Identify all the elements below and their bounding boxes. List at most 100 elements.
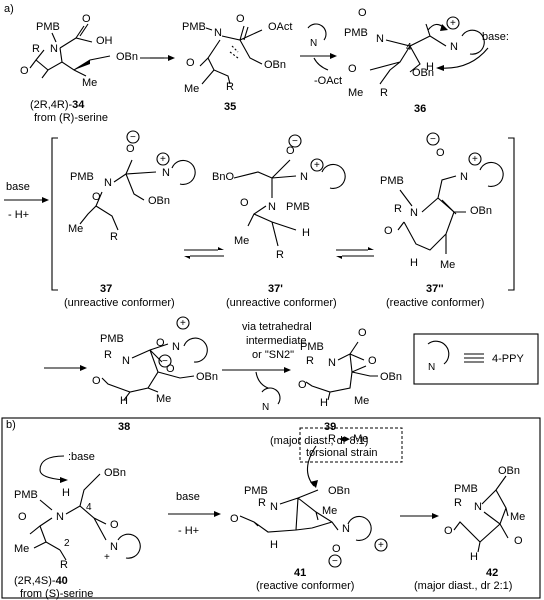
atom-label-n: N <box>270 501 278 513</box>
atom-label-o: O <box>444 525 453 537</box>
atom-label-n: N <box>162 167 170 179</box>
arrow-40-to-41: base - H+ <box>168 491 221 537</box>
atom-label-n: N <box>122 355 130 367</box>
atom-label-obn: OBn <box>116 51 138 63</box>
reagent-minus-h: - H+ <box>8 209 29 221</box>
atom-label-pmb: PMB <box>454 483 478 495</box>
atom-label-obn: OBn <box>412 67 434 79</box>
compound-number: 39 <box>324 421 336 433</box>
atom-label-obn: OBn <box>104 467 126 479</box>
atom-label-n: N <box>50 43 58 55</box>
atom-label-o: O <box>286 145 295 157</box>
atom-label-n: N <box>474 501 482 513</box>
atom-label-o: O <box>358 327 367 339</box>
compound-label: (2R,4S)-40 <box>14 575 68 587</box>
atom-label-n: N <box>172 341 180 353</box>
atom-label-me: Me <box>348 87 363 99</box>
charge-plus: + <box>450 18 456 29</box>
atom-label-o: O <box>368 355 377 367</box>
compound-35: PMB N O OAct OBn O Me R 35 <box>182 13 292 113</box>
atom-label-r: R <box>60 559 68 571</box>
atom-label-n: N <box>410 207 418 219</box>
compound-37-double-prime: PMB N R O O − + N OBn H Me 37'' (reactiv… <box>380 132 504 309</box>
atom-label-bno: BnO <box>212 171 234 183</box>
conformer-caption: (reactive conformer) <box>256 580 354 592</box>
atom-label-o: O <box>18 511 27 523</box>
reagent-minus-h: - H+ <box>178 525 199 537</box>
atom-label-o: O <box>92 191 101 203</box>
conformer-caption: (unreactive conformer) <box>226 297 337 309</box>
atom-label-me: Me <box>510 511 525 523</box>
atom-label-n: N <box>300 171 308 183</box>
atom-label-o: O <box>230 513 239 525</box>
atom-label-r: R <box>110 231 118 243</box>
atom-label-n: N <box>214 27 222 39</box>
arrow-base-step: base - H+ <box>4 181 49 221</box>
atom-label-me: Me <box>156 393 171 405</box>
atom-label-oh: OH <box>96 35 113 47</box>
atom-label-me: Me <box>234 235 249 247</box>
atom-label-n: N <box>110 541 118 553</box>
atom-label-o: O <box>92 375 101 387</box>
charge-plus: + <box>104 552 110 563</box>
equilibrium-37p-37pp <box>336 247 374 259</box>
atom-label-o: O <box>240 197 249 209</box>
atom-label-o: O <box>20 65 29 77</box>
atom-label-me: Me <box>68 223 83 235</box>
reagent-ppy-arrow: N -OAct <box>300 23 342 87</box>
atom-label-n: N <box>310 38 317 49</box>
atom-label-r: R <box>454 497 462 509</box>
atom-label-o: O <box>166 363 175 375</box>
atom-label-r: R <box>32 43 40 55</box>
atom-label-r: R <box>394 203 402 215</box>
charge-minus: − <box>430 134 436 145</box>
arrow-38-to-39: via tetrahedral intermediate or "SN2" N <box>222 321 312 413</box>
atom-label-n: N <box>56 511 64 523</box>
atom-label-o: O <box>436 147 445 159</box>
compound-42: PMB R N OBn O Me O H 42 (major diast., d… <box>414 465 525 592</box>
atom-label-h: H <box>320 397 328 409</box>
atom-label-pmb: PMB <box>300 341 324 353</box>
atom-label-h: H <box>426 61 434 73</box>
atom-label-n: N <box>428 362 435 373</box>
locant-4: 4 <box>86 502 92 513</box>
atom-label-pmb: PMB <box>100 333 124 345</box>
compound-number: 37'' <box>426 283 444 295</box>
compound-number: 40 <box>56 575 68 587</box>
compound-40: :base PMB H N O 4 OBn Me 2 R O N + (2R,4… <box>14 451 141 600</box>
atom-label-h: H <box>270 539 278 551</box>
atom-label-o: O <box>186 57 195 69</box>
locant-2: 2 <box>64 538 70 549</box>
compound-number: 38 <box>118 421 130 433</box>
r-me-interaction: R ◂▸ Me <box>328 433 368 445</box>
reagent-base: :base <box>68 451 95 463</box>
atom-label-n: N <box>268 201 276 213</box>
charge-minus: − <box>162 356 168 367</box>
atom-label-o: O <box>298 379 307 391</box>
atom-label-r: R <box>226 81 234 93</box>
stereo-prefix: (2R,4S)- <box>14 575 56 587</box>
legend-label: 4-PPY <box>492 353 524 365</box>
conformer-caption: (unreactive conformer) <box>64 297 175 309</box>
compound-number: 36 <box>414 103 426 115</box>
compound-number: 42 <box>486 567 498 579</box>
conformer-caption: (reactive conformer) <box>386 297 484 309</box>
compound-39: PMB R N O O O OBn H Me 39 (major diast.,… <box>270 327 402 447</box>
atom-label-o: O <box>348 63 357 75</box>
atom-label-n: N <box>262 402 269 413</box>
atom-label-me: Me <box>322 505 337 517</box>
atom-label-o: O <box>156 337 165 349</box>
atom-label-r: R <box>380 87 388 99</box>
atom-label-pmb: PMB <box>244 485 268 497</box>
panel-b-frame <box>1 417 541 599</box>
atom-label-oact: OAct <box>268 21 292 33</box>
compound-number: 35 <box>224 101 236 113</box>
diastereomer-caption: (major diast., dr 8:1) <box>270 435 368 447</box>
panel-b-label: b) <box>6 419 16 431</box>
equilibrium-37-37p <box>184 247 224 259</box>
condition-line-1: via tetrahedral <box>242 321 312 333</box>
atom-label-r: R <box>258 497 266 509</box>
torsional-strain-box: R ◂▸ Me torsional strain <box>299 427 403 488</box>
atom-label-o: O <box>110 519 119 531</box>
